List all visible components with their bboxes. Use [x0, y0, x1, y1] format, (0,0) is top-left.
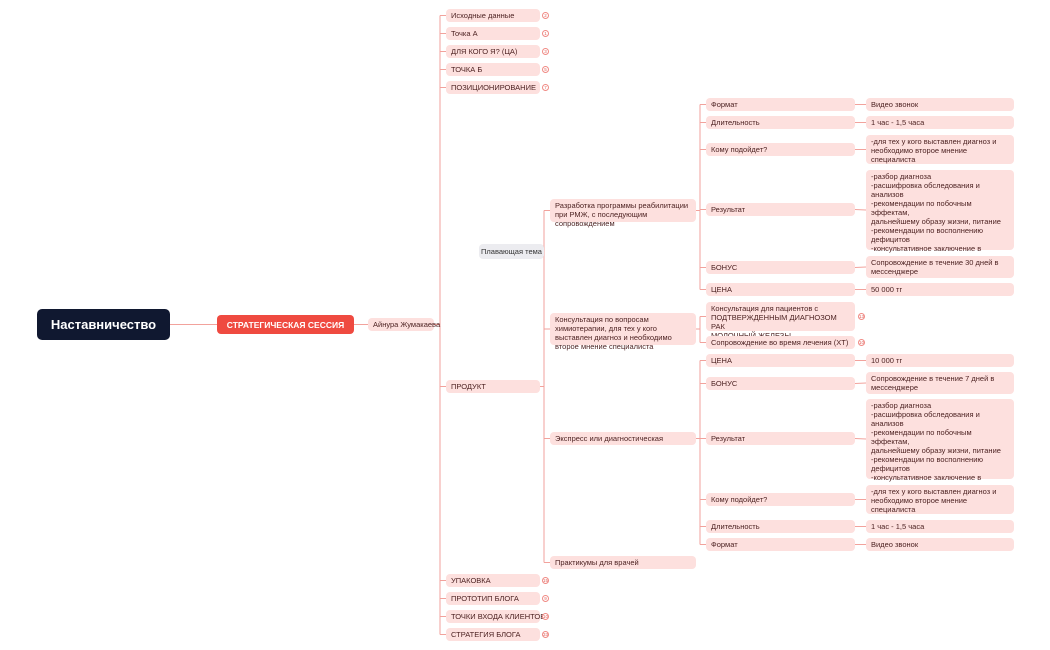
- express-price-value[interactable]: 10 000 тг: [866, 354, 1014, 367]
- rehab-result-label[interactable]: Результат: [706, 203, 855, 216]
- product-express[interactable]: Экспресс или диагностическая: [550, 432, 696, 445]
- topic-blog-strategy[interactable]: СТРАТЕГИЯ БЛОГА: [446, 628, 540, 641]
- count-badge[interactable]: 10: [858, 339, 865, 346]
- count-badge[interactable]: 9: [542, 595, 549, 602]
- express-fit-value[interactable]: -для тех у кого выставлен диагноз и необ…: [866, 485, 1014, 514]
- session-node[interactable]: СТРАТЕГИЧЕСКАЯ СЕССИЯ: [217, 315, 354, 334]
- product-chemo[interactable]: Консультация по вопросам химиотерапии, д…: [550, 313, 696, 351]
- express-price-label[interactable]: ЦЕНА: [706, 354, 855, 367]
- count-badge[interactable]: 13: [858, 313, 865, 320]
- topic-entry-points[interactable]: ТОЧКИ ВХОДА КЛИЕНТОВ: [446, 610, 545, 623]
- connector-line: [854, 382, 867, 384]
- topic-blog-prototype[interactable]: ПРОТОТИП БЛОГА: [446, 592, 540, 605]
- root-node[interactable]: Наставничество: [37, 309, 170, 340]
- rehab-duration-value[interactable]: 1 час - 1,5 часа: [866, 116, 1014, 129]
- topic-audience[interactable]: ДЛЯ КОГО Я? (ЦА): [446, 45, 540, 58]
- rehab-fit-value[interactable]: -для тех у кого выставлен диагноз и необ…: [866, 135, 1014, 164]
- count-badge[interactable]: 10: [542, 613, 549, 620]
- express-format-value[interactable]: Видео звонок: [866, 538, 1014, 551]
- rehab-format-label[interactable]: Формат: [706, 98, 855, 111]
- express-format-label[interactable]: Формат: [706, 538, 855, 551]
- product-rehab[interactable]: Разработка программы реабилитации при РМ…: [550, 199, 696, 228]
- rehab-price-value[interactable]: 50 000 тг: [866, 283, 1014, 296]
- person-node[interactable]: Айнура Жумакаева: [368, 318, 440, 331]
- express-duration-value[interactable]: 1 час - 1,5 часа: [866, 520, 1014, 533]
- topic-point-a[interactable]: Точка А: [446, 27, 540, 40]
- connector-line: [854, 438, 867, 440]
- express-bonus-label[interactable]: БОНУС: [706, 377, 855, 390]
- floating-topic[interactable]: Плавающая тема: [479, 244, 544, 259]
- count-badge[interactable]: 1: [542, 30, 549, 37]
- rehab-result-value[interactable]: -разбор диагноза -расшифровка обследован…: [866, 170, 1014, 280]
- rehab-price-label[interactable]: ЦЕНА: [706, 283, 855, 296]
- connector-line: [854, 209, 867, 211]
- count-badge[interactable]: 7: [542, 84, 549, 91]
- count-badge[interactable]: 15: [542, 577, 549, 584]
- express-fit-label[interactable]: Кому подойдет?: [706, 493, 855, 506]
- topic-positioning[interactable]: ПОЗИЦИОНИРОВАНИЕ: [446, 81, 540, 94]
- rehab-bonus-label[interactable]: БОНУС: [706, 261, 855, 274]
- topic-initial-data[interactable]: Исходные данные: [446, 9, 540, 22]
- count-badge[interactable]: 33: [542, 631, 549, 638]
- express-result-value[interactable]: -разбор диагноза -расшифровка обследован…: [866, 399, 1014, 509]
- count-badge[interactable]: 3: [542, 48, 549, 55]
- chemo-support-node[interactable]: Сопровождение во время лечения (ХТ): [706, 336, 855, 349]
- express-bonus-value[interactable]: Сопровождение в течение 7 дней в мессенд…: [866, 372, 1014, 394]
- topic-packaging[interactable]: УПАКОВКА: [446, 574, 540, 587]
- topic-product[interactable]: ПРОДУКТ: [446, 380, 540, 393]
- express-result-label[interactable]: Результат: [706, 432, 855, 445]
- rehab-bonus-value[interactable]: Сопровождение в течение 30 дней в мессен…: [866, 256, 1014, 278]
- product-practicum[interactable]: Практикумы для врачей: [550, 556, 696, 569]
- rehab-fit-label[interactable]: Кому подойдет?: [706, 143, 855, 156]
- rehab-duration-label[interactable]: Длительность: [706, 116, 855, 129]
- count-badge[interactable]: 2: [542, 12, 549, 19]
- express-duration-label[interactable]: Длительность: [706, 520, 855, 533]
- chemo-consult-node[interactable]: Консультация для пациентов с ПОДТВЕРЖДЕН…: [706, 302, 855, 340]
- count-badge[interactable]: 5: [542, 66, 549, 73]
- topic-point-b[interactable]: ТОЧКА Б: [446, 63, 540, 76]
- rehab-format-value[interactable]: Видео звонок: [866, 98, 1014, 111]
- connector-line: [854, 266, 867, 268]
